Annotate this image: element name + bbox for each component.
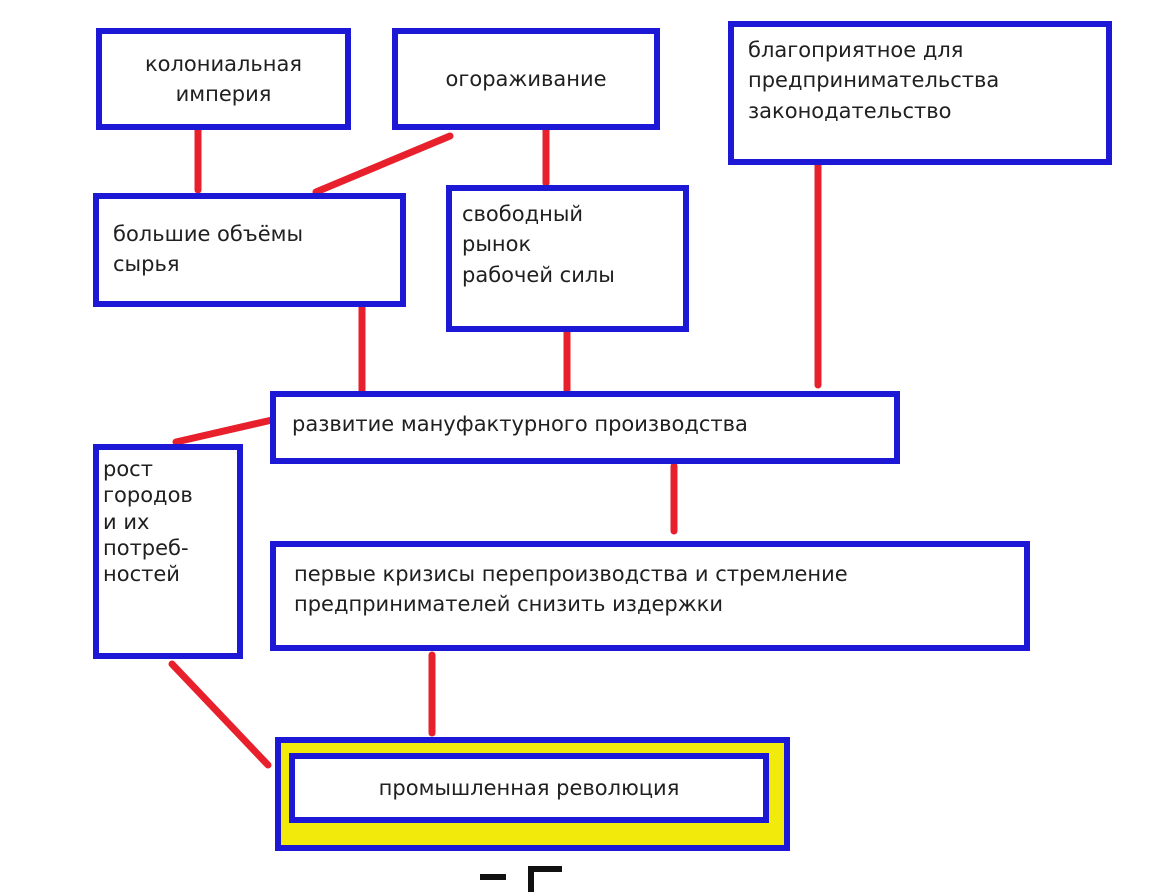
box-enclosure: огораживание	[392, 28, 660, 130]
box-labor-market: свободный рынок рабочей силы	[446, 185, 689, 332]
box-city-growth: рост городов и их потреб- ностей	[93, 444, 243, 659]
cropped-glyph-fragment	[480, 866, 562, 892]
box-labor-market-label: свободный рынок рабочей силы	[462, 202, 615, 287]
box-colonial-empire-label: колониальная империя	[144, 51, 303, 106]
link-manufacturing-to-cities	[172, 416, 276, 446]
box-favorable-legislation: благоприятное для предпринимательства за…	[728, 21, 1112, 165]
box-city-growth-label: рост городов и их потреб- ностей	[103, 457, 193, 586]
box-raw-materials: большие объёмы сырья	[93, 193, 406, 307]
box-industrial-revolution: промышленная революция	[289, 753, 769, 823]
link-cities-to-revolution	[168, 660, 272, 769]
box-crises-label: первые кризисы перепроизводства и стремл…	[294, 562, 848, 617]
box-industrial-revolution-label: промышленная революция	[378, 775, 680, 800]
box-manufacturing: развитие мануфактурного производства	[270, 391, 900, 464]
box-manufacturing-label: развитие мануфактурного производства	[292, 412, 748, 436]
link-enclosure-to-raw	[312, 132, 454, 196]
box-raw-materials-label: большие объёмы сырья	[113, 222, 304, 277]
box-favorable-legislation-label: благоприятное для предпринимательства за…	[748, 38, 1000, 123]
box-colonial-empire: колониальная империя	[96, 28, 351, 130]
box-enclosure-label: огораживание	[445, 66, 607, 91]
box-crises: первые кризисы перепроизводства и стремл…	[270, 541, 1030, 651]
